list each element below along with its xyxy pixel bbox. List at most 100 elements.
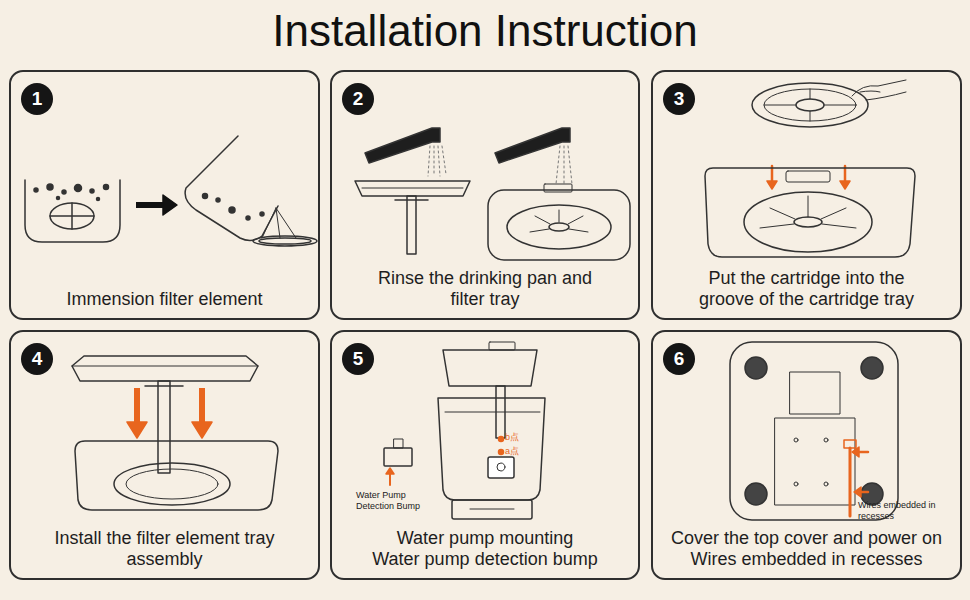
drawing-part-part bbox=[199, 388, 205, 424]
rinse-illustration-part bbox=[530, 229, 549, 232]
soak-illustration-part bbox=[246, 216, 250, 220]
rinse-illustration-part bbox=[488, 190, 630, 260]
step-number: 6 bbox=[663, 343, 695, 375]
assembly-illustration-part bbox=[145, 385, 183, 387]
drawing-part bbox=[556, 146, 572, 184]
base-illustration-part bbox=[775, 418, 855, 505]
cartridge-illustration-part bbox=[767, 181, 777, 189]
drawing-part-part bbox=[438, 146, 440, 176]
base-illustration-part bbox=[745, 483, 767, 505]
cartridge-illustration-part bbox=[866, 92, 906, 100]
drawing-part-part bbox=[134, 388, 140, 424]
cartridge-illustration-part bbox=[860, 91, 880, 92]
soak-illustration-part bbox=[62, 190, 66, 194]
caption-group: Rinse the drinking pan and filter tray bbox=[332, 268, 638, 310]
step-caption: Water pump mounting bbox=[397, 528, 573, 549]
pump-illustration-part bbox=[497, 463, 505, 471]
soak-illustration-part bbox=[229, 207, 235, 213]
step-number-text: 5 bbox=[353, 348, 364, 370]
caption-group: Cover the top cover and power onWires em… bbox=[653, 528, 960, 570]
drawing-part-part bbox=[556, 146, 560, 184]
rinse-illustration-part bbox=[507, 205, 611, 249]
assembly-illustration bbox=[72, 356, 278, 510]
pump-illustration bbox=[384, 342, 545, 519]
pump-illustration-part bbox=[389, 473, 391, 485]
step-number: 5 bbox=[342, 343, 374, 375]
pump-illustration-part bbox=[489, 342, 515, 350]
assembly-illustration-part bbox=[158, 381, 170, 473]
step-number: 2 bbox=[342, 83, 374, 115]
drawing-part-part bbox=[442, 146, 446, 174]
base-illustration-part bbox=[861, 357, 883, 379]
soak-illustration-part bbox=[259, 238, 311, 244]
rinse-illustration-part bbox=[569, 229, 588, 232]
cartridge-illustration-part bbox=[810, 89, 811, 99]
cartridge-illustration-part bbox=[821, 208, 846, 219]
step-number: 1 bbox=[21, 83, 53, 115]
soak-illustration-part bbox=[262, 208, 276, 238]
soak-illustration-part bbox=[34, 188, 38, 192]
rinse-illustration-part bbox=[362, 188, 463, 189]
cartridge-illustration-part bbox=[744, 192, 872, 252]
pump-illustration-part bbox=[443, 350, 537, 386]
base-illustration-part bbox=[794, 482, 798, 486]
annotation-label: b点 bbox=[505, 432, 519, 443]
rinse-illustration-part bbox=[544, 184, 572, 192]
pump-illustration-part bbox=[499, 450, 504, 455]
pump-illustration-part bbox=[499, 437, 504, 442]
drawing-part bbox=[137, 388, 202, 424]
soak-illustration-part bbox=[163, 195, 177, 215]
base-illustration-part bbox=[730, 342, 898, 520]
assembly-illustration-part bbox=[127, 422, 147, 438]
pump-illustration-part bbox=[452, 500, 532, 519]
soak-illustration-part bbox=[276, 208, 280, 238]
rinse-illustration-part bbox=[549, 223, 569, 231]
step-number-text: 1 bbox=[32, 88, 43, 110]
caption-group: Put the cartridge into the groove of the… bbox=[653, 268, 960, 310]
base-illustration-part bbox=[794, 438, 798, 442]
soak-illustration-part bbox=[185, 136, 278, 241]
title: Installation Instruction bbox=[0, 6, 970, 56]
cartridge-illustration-part bbox=[808, 196, 809, 217]
step-number-text: 2 bbox=[353, 88, 364, 110]
drawing-part-part bbox=[428, 146, 430, 176]
assembly-illustration-part bbox=[192, 422, 212, 438]
base-illustration-part bbox=[849, 448, 852, 516]
step-caption: Cover the top cover and power on bbox=[671, 528, 942, 549]
soak-illustration-part bbox=[203, 194, 208, 199]
cartridge-illustration-part bbox=[840, 181, 850, 189]
assembly-illustration-part bbox=[75, 441, 278, 510]
base-illustration-part bbox=[852, 447, 859, 457]
cartridge-illustration bbox=[705, 80, 915, 257]
rinse-illustration-part bbox=[535, 216, 550, 224]
soak-illustration-part bbox=[260, 212, 264, 216]
cartridge-illustration-part bbox=[764, 89, 856, 121]
caption-group: Install the filter element tray assembly bbox=[11, 528, 318, 570]
step-number-text: 6 bbox=[674, 348, 685, 370]
soak-illustration bbox=[25, 136, 317, 246]
soak-illustration-part bbox=[276, 208, 296, 238]
soak-illustration-part bbox=[104, 185, 109, 190]
pump-illustration-part bbox=[394, 439, 403, 448]
cartridge-illustration-part bbox=[822, 224, 856, 228]
step-panel: Rinse the drinking pan and filter tray 2 bbox=[330, 70, 640, 320]
rinse-illustration-part bbox=[407, 196, 416, 254]
assembly-illustration-part bbox=[126, 469, 218, 499]
step-panel: Install the filter element tray assembly… bbox=[9, 330, 320, 580]
cartridge-illustration-part bbox=[824, 105, 856, 106]
base-illustration-part bbox=[745, 357, 767, 379]
base-illustration-part bbox=[854, 487, 861, 497]
step-caption: Immension filter element bbox=[66, 289, 262, 310]
soak-illustration-part bbox=[216, 198, 220, 202]
pump-illustration-part bbox=[470, 509, 514, 510]
cartridge-illustration-part bbox=[796, 99, 824, 111]
cartridge-illustration-part bbox=[752, 83, 868, 127]
cartridge-illustration-part bbox=[764, 105, 796, 106]
base-illustration-part bbox=[790, 372, 840, 414]
pump-illustration-part bbox=[488, 457, 514, 478]
caption-group: Water pump mountingWater pump detection … bbox=[332, 528, 638, 570]
soak-illustration-part bbox=[97, 198, 100, 201]
base-illustration-part bbox=[824, 482, 828, 486]
rinse-illustration bbox=[355, 128, 630, 260]
cartridge-illustration-part bbox=[760, 224, 794, 228]
